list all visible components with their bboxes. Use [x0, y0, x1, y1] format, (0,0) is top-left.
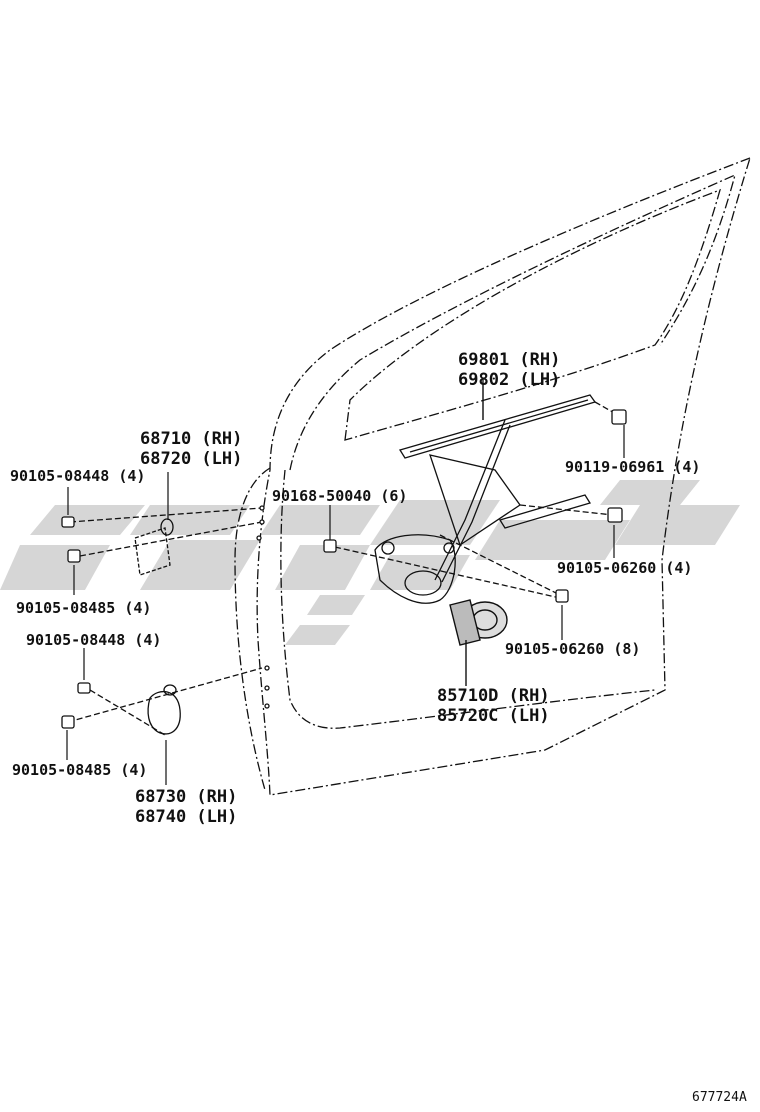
lower-hinge [147, 690, 181, 735]
door-inner-outline [280, 469, 656, 729]
regulator-motor [449, 599, 508, 686]
label-motor-lh: 85720C (LH) [437, 706, 550, 726]
label-lower-hinge-rh: 68730 (RH) [135, 787, 238, 807]
label-bolt-center-bottom: 90105-06260 (8) [505, 640, 641, 658]
label-bolt-right-mid: 90105-06260 (4) [557, 559, 693, 577]
regulator-plate [374, 534, 456, 604]
diagram-code: 677724A [692, 1090, 747, 1105]
upper-hinge [134, 527, 171, 576]
regulator-arm-2 [434, 419, 506, 581]
door-outer-outline [256, 157, 751, 796]
regulator-rail [498, 494, 592, 529]
label-bolt-lower-left-bottom: 90105-08485 (4) [12, 761, 148, 779]
label-motor-rh: 85710D (RH) [437, 686, 550, 706]
label-bolt-upper-left-bottom: 90105-08485 (4) [16, 599, 152, 617]
label-bolt-upper-left-top: 90105-08448 (4) [10, 467, 146, 485]
label-upper-hinge-lh: 68720 (LH) [140, 449, 243, 469]
label-bolt-right-top: 90119-06961 (4) [565, 458, 701, 476]
label-bolt-center: 90168-50040 (6) [272, 487, 408, 505]
label-lower-hinge-lh: 68740 (LH) [135, 807, 238, 827]
watermark-logo [0, 480, 740, 645]
label-upper-hinge-rh: 68710 (RH) [140, 429, 243, 449]
window-inner [289, 173, 736, 471]
label-window-glass-rh: 69801 (RH) [458, 350, 561, 370]
window-frame [344, 188, 721, 441]
label-bolt-lower-left-top: 90105-08448 (4) [26, 631, 162, 649]
bolts [61, 409, 627, 729]
label-window-glass-lh: 69802 (LH) [458, 370, 561, 390]
